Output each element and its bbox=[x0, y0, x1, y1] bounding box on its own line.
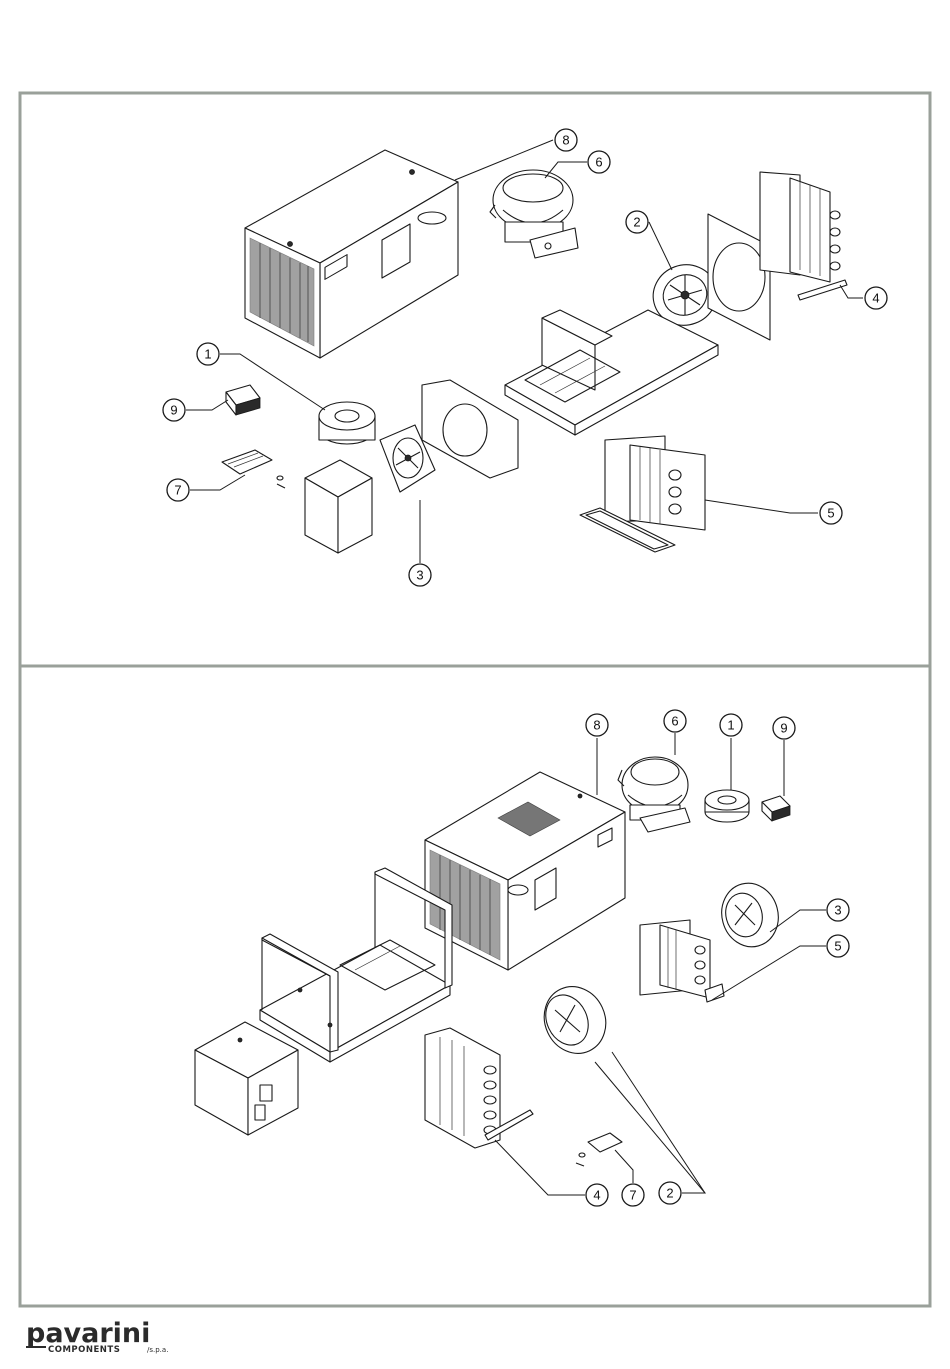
top-callout-2: 2 bbox=[626, 211, 648, 233]
bottom-callout-7: 7 bbox=[622, 1184, 644, 1206]
brand-logo: pavarini COMPONENTS /s.p.a. bbox=[26, 1318, 168, 1355]
svg-text:2: 2 bbox=[633, 215, 640, 230]
svg-text:8: 8 bbox=[562, 133, 569, 148]
bottom-relay-9 bbox=[762, 796, 790, 821]
bottom-callout-6: 6 bbox=[664, 710, 686, 732]
svg-text:/s.p.a.: /s.p.a. bbox=[147, 1346, 168, 1354]
top-condenser-4 bbox=[760, 172, 847, 300]
svg-text:4: 4 bbox=[872, 291, 879, 306]
top-callout-6: 6 bbox=[588, 151, 610, 173]
top-cover-plate-7 bbox=[222, 450, 285, 488]
svg-text:6: 6 bbox=[595, 155, 602, 170]
bottom-callout-3: 3 bbox=[827, 899, 849, 921]
top-compressor bbox=[490, 170, 578, 258]
top-callout-7: 7 bbox=[167, 479, 189, 501]
svg-text:7: 7 bbox=[629, 1188, 636, 1203]
top-relay-9 bbox=[226, 385, 260, 415]
svg-text:1: 1 bbox=[727, 718, 734, 733]
svg-text:1: 1 bbox=[204, 347, 211, 362]
bottom-transformer-ring-1 bbox=[705, 790, 749, 822]
top-fan-bracket bbox=[422, 380, 518, 478]
svg-text:2: 2 bbox=[666, 1186, 673, 1201]
svg-text:8: 8 bbox=[593, 718, 600, 733]
svg-text:9: 9 bbox=[780, 721, 787, 736]
bottom-callout-4: 4 bbox=[586, 1184, 608, 1206]
top-transformer-ring-1 bbox=[319, 402, 375, 444]
top-electric-box bbox=[305, 460, 372, 553]
svg-text:5: 5 bbox=[834, 939, 841, 954]
svg-text:5: 5 bbox=[827, 506, 834, 521]
bottom-cover-plate-7 bbox=[576, 1133, 622, 1166]
svg-text:3: 3 bbox=[834, 903, 841, 918]
top-callout-4: 4 bbox=[865, 287, 887, 309]
bottom-base-frame bbox=[260, 868, 452, 1062]
bottom-callout-2: 2 bbox=[659, 1182, 681, 1204]
top-cabinet-housing bbox=[245, 150, 458, 358]
top-evaporator-5 bbox=[580, 436, 705, 552]
bottom-fan-2 bbox=[533, 977, 616, 1064]
top-callout-3: 3 bbox=[409, 564, 431, 586]
bottom-callout-9: 9 bbox=[773, 717, 795, 739]
svg-text:7: 7 bbox=[174, 483, 181, 498]
svg-text:6: 6 bbox=[671, 714, 678, 729]
bottom-fan-3 bbox=[715, 877, 786, 953]
svg-text:3: 3 bbox=[416, 568, 423, 583]
bottom-compressor bbox=[618, 757, 690, 832]
top-callout-9: 9 bbox=[163, 399, 185, 421]
svg-text:4: 4 bbox=[593, 1188, 600, 1203]
bottom-callout-5: 5 bbox=[827, 935, 849, 957]
panel-bottom-frame bbox=[20, 666, 930, 1306]
top-callout-1: 1 bbox=[197, 343, 219, 365]
top-callout-5: 5 bbox=[820, 502, 842, 524]
top-base-tray bbox=[505, 310, 718, 435]
bottom-evaporator-5 bbox=[640, 920, 724, 1002]
bottom-callout-1: 1 bbox=[720, 714, 742, 736]
bottom-cabinet-housing bbox=[425, 772, 625, 970]
svg-text:9: 9 bbox=[170, 403, 177, 418]
bottom-callout-8: 8 bbox=[586, 714, 608, 736]
svg-text:COMPONENTS: COMPONENTS bbox=[48, 1345, 120, 1355]
bottom-condenser-4 bbox=[425, 1028, 533, 1148]
bottom-electric-box bbox=[195, 1022, 298, 1135]
top-callout-8: 8 bbox=[555, 129, 577, 151]
